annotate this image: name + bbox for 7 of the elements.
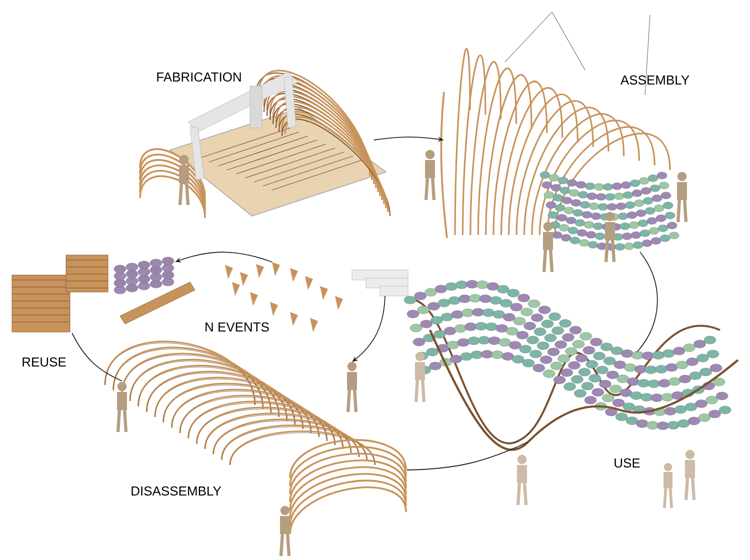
arrow [352,296,386,362]
step-label: USE [614,458,640,468]
step-label: N EVENTS [206,322,269,332]
step-label: FABRICATION [157,72,241,82]
step-label: REUSE [22,357,66,367]
step-label: ASSEMBLY [620,75,690,85]
step-label: DISASSEMBLY [132,486,222,496]
